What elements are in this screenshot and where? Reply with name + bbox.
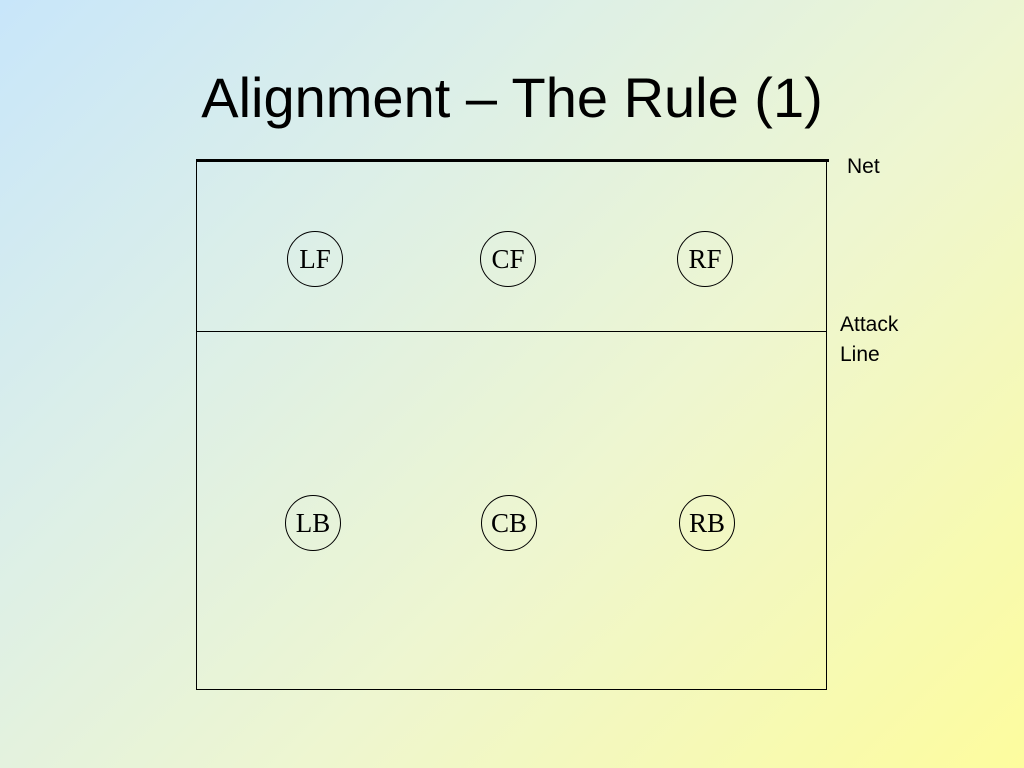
slide-title: Alignment – The Rule (1)	[201, 66, 823, 129]
attack-line-label: Attack Line	[840, 310, 898, 370]
attack-line-label-line1: Attack	[840, 313, 899, 336]
net-line	[196, 159, 829, 162]
player-right-front: RF	[677, 231, 733, 287]
net-label: Net	[847, 155, 880, 178]
attack-line	[196, 331, 827, 332]
player-center-back: CB	[481, 495, 537, 551]
player-left-back: LB	[285, 495, 341, 551]
player-center-front: CF	[480, 231, 536, 287]
player-left-front: LF	[287, 231, 343, 287]
player-right-back: RB	[679, 495, 735, 551]
attack-line-label-line2: Line	[840, 343, 880, 366]
